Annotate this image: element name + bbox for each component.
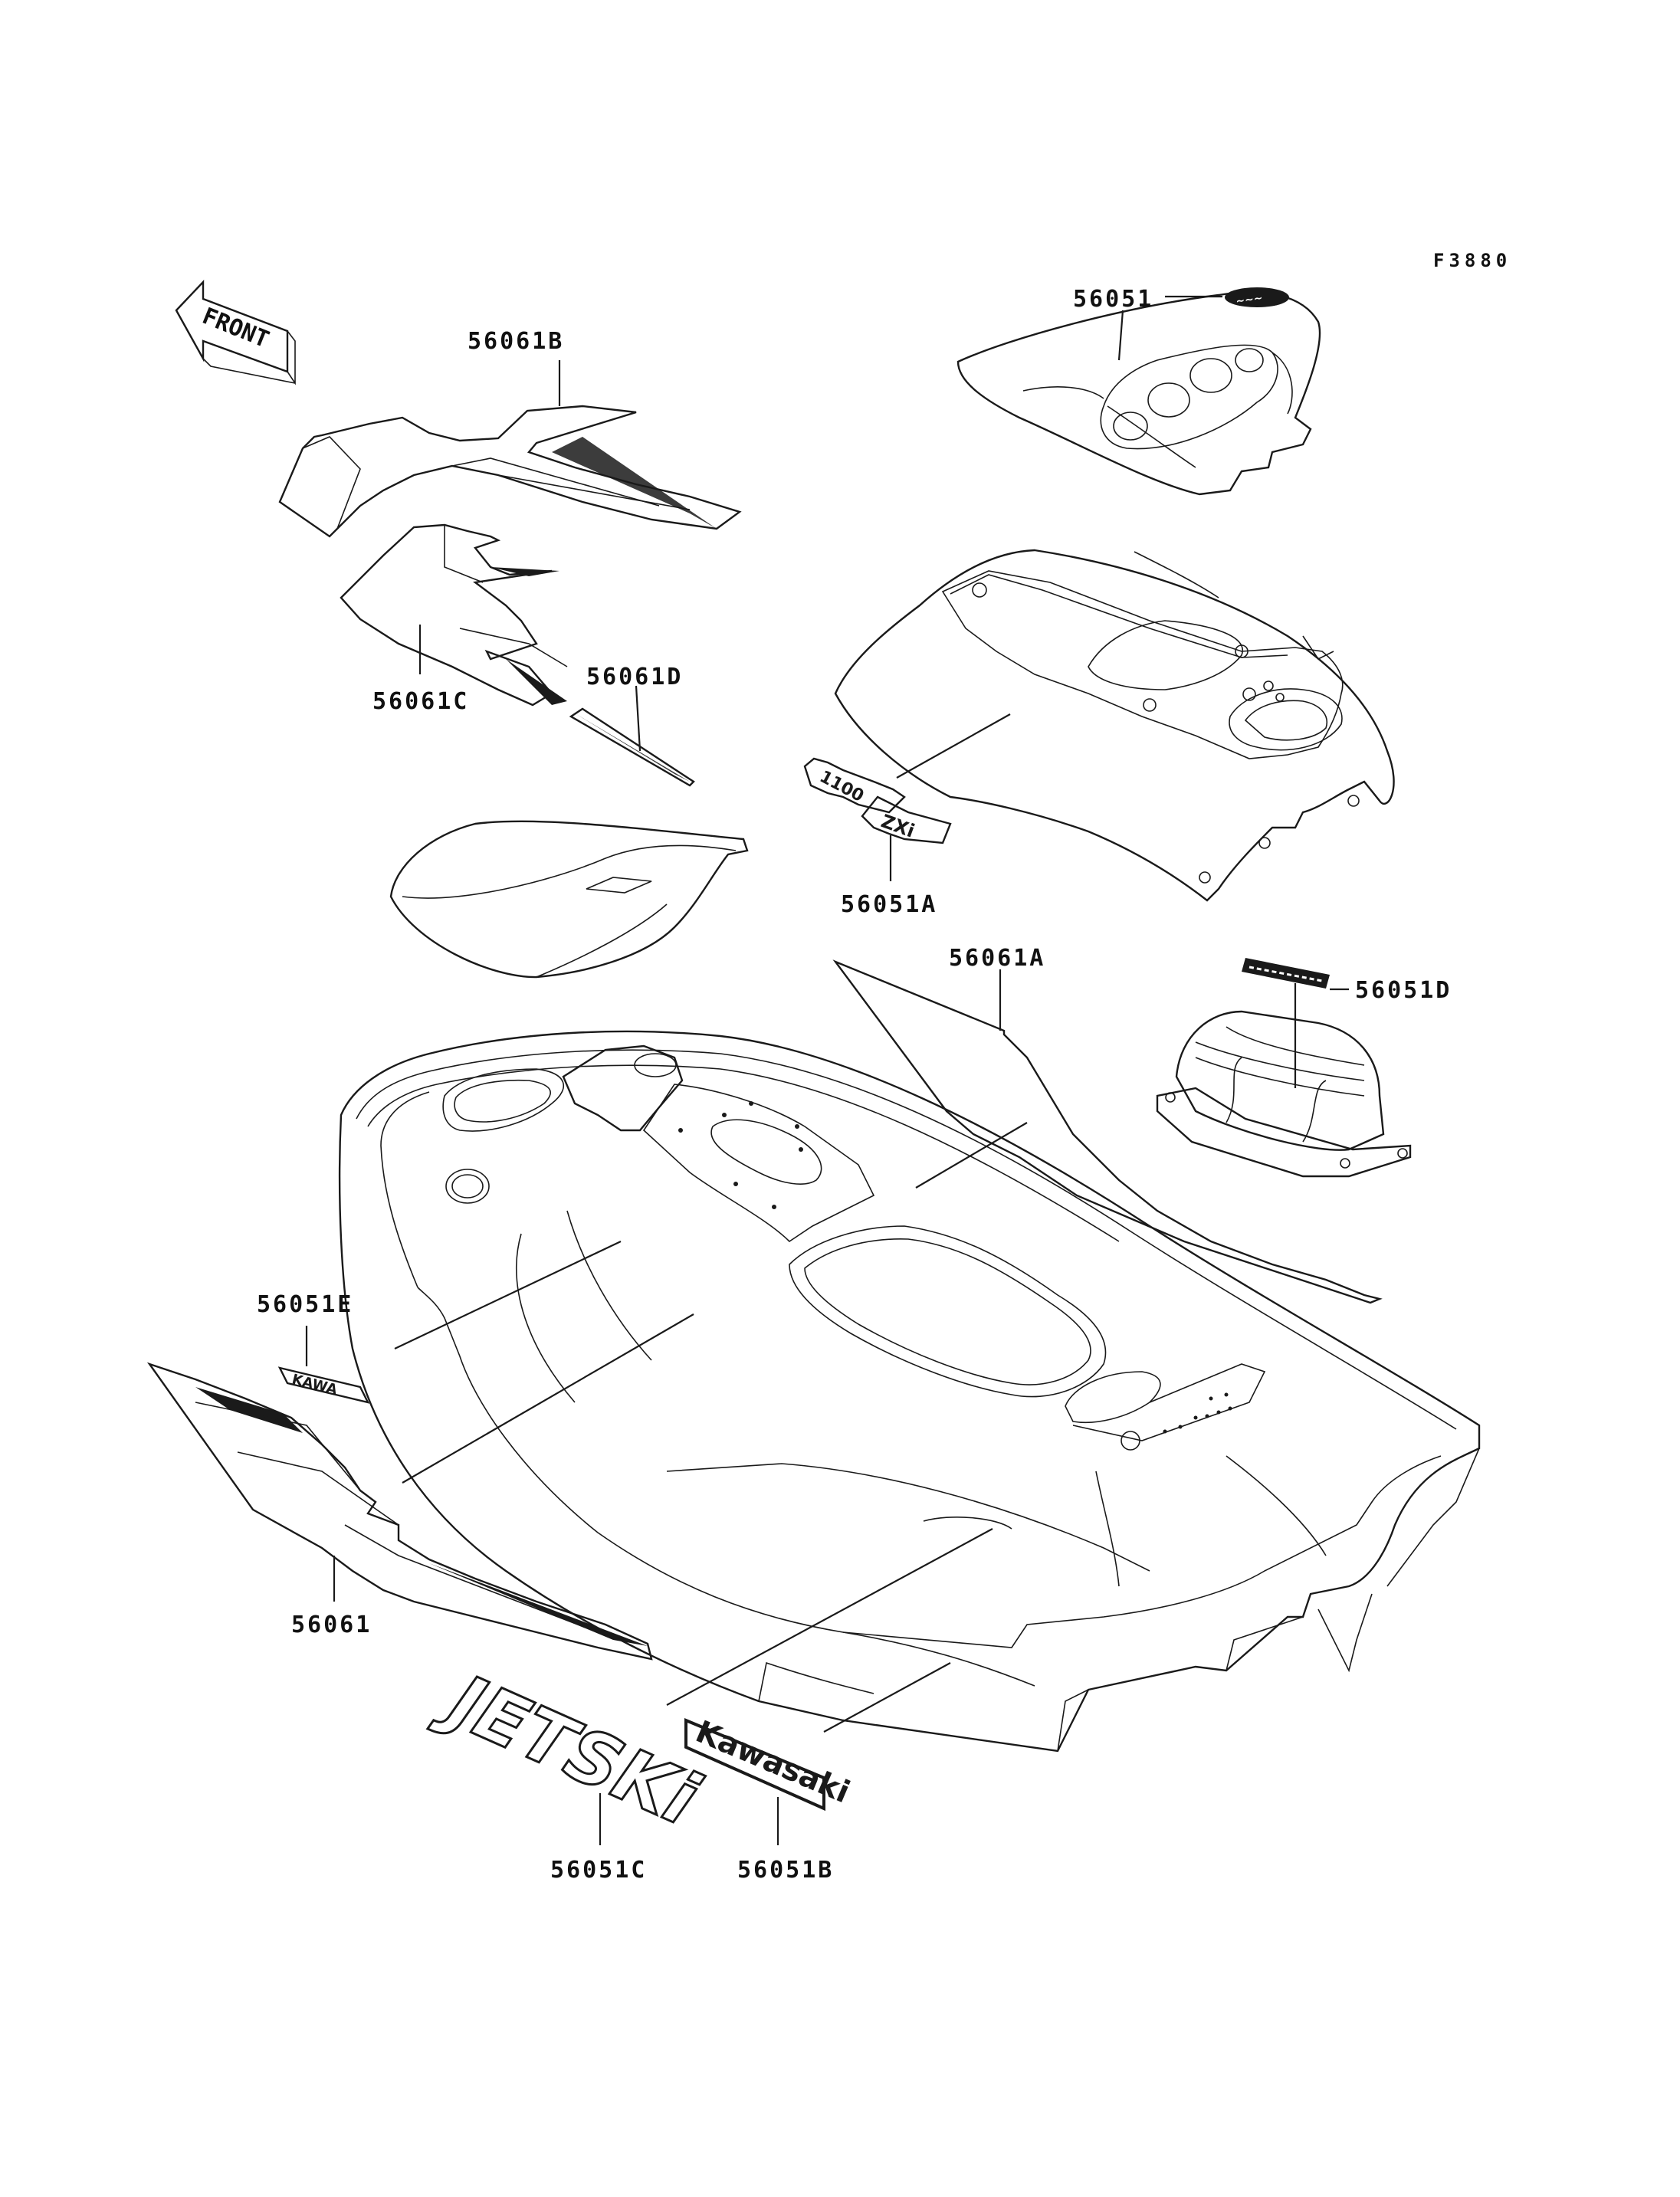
- front-deck: [834, 549, 1395, 902]
- label-56051d: 56051D: [1355, 977, 1452, 1004]
- label-56061d: 56061D: [586, 664, 683, 690]
- svg-text:~~~: ~~~: [1235, 292, 1263, 308]
- seat-cover: [389, 820, 749, 979]
- jetski-logo: JETSKi: [426, 1654, 710, 1843]
- label-56051a: 56051A: [841, 891, 937, 918]
- label-56061c: 56061C: [372, 688, 469, 715]
- part-56051c-emblem: JETSKi: [425, 1654, 712, 1844]
- label-56051b: 56051B: [737, 1857, 834, 1884]
- label-56051: 56051: [1073, 286, 1153, 313]
- air-box: [1156, 1010, 1412, 1178]
- part-56051e-emblem: KAWA: [277, 1366, 370, 1404]
- part-56061-stripe: [146, 1362, 653, 1661]
- part-56061d-stripe: [569, 707, 695, 787]
- label-56061b: 56061B: [468, 328, 564, 355]
- part-56061b-stripe: [278, 405, 742, 538]
- label-56061a: 56061A: [949, 945, 1045, 972]
- part-56051d-decal: [1242, 958, 1330, 989]
- figure-code: F3880: [1433, 250, 1511, 271]
- label-56051e: 56051E: [257, 1291, 353, 1318]
- part-56061c-stripe: [340, 523, 568, 707]
- front-arrow-label: FRONT: [199, 303, 273, 353]
- label-56061: 56061: [291, 1612, 372, 1638]
- part-56051-emblem: ~~~: [1225, 287, 1289, 308]
- part-56051a-decal: 1100 ZXi: [803, 757, 952, 844]
- svg-text:1100: 1100: [816, 767, 867, 806]
- hood: [956, 291, 1321, 496]
- part-56061a-stripe: [832, 959, 1383, 1304]
- label-56051c: 56051C: [550, 1857, 647, 1884]
- svg-text:ZXi: ZXi: [878, 810, 917, 841]
- front-arrow-icon: FRONT: [175, 279, 296, 385]
- hull: [338, 1030, 1481, 1753]
